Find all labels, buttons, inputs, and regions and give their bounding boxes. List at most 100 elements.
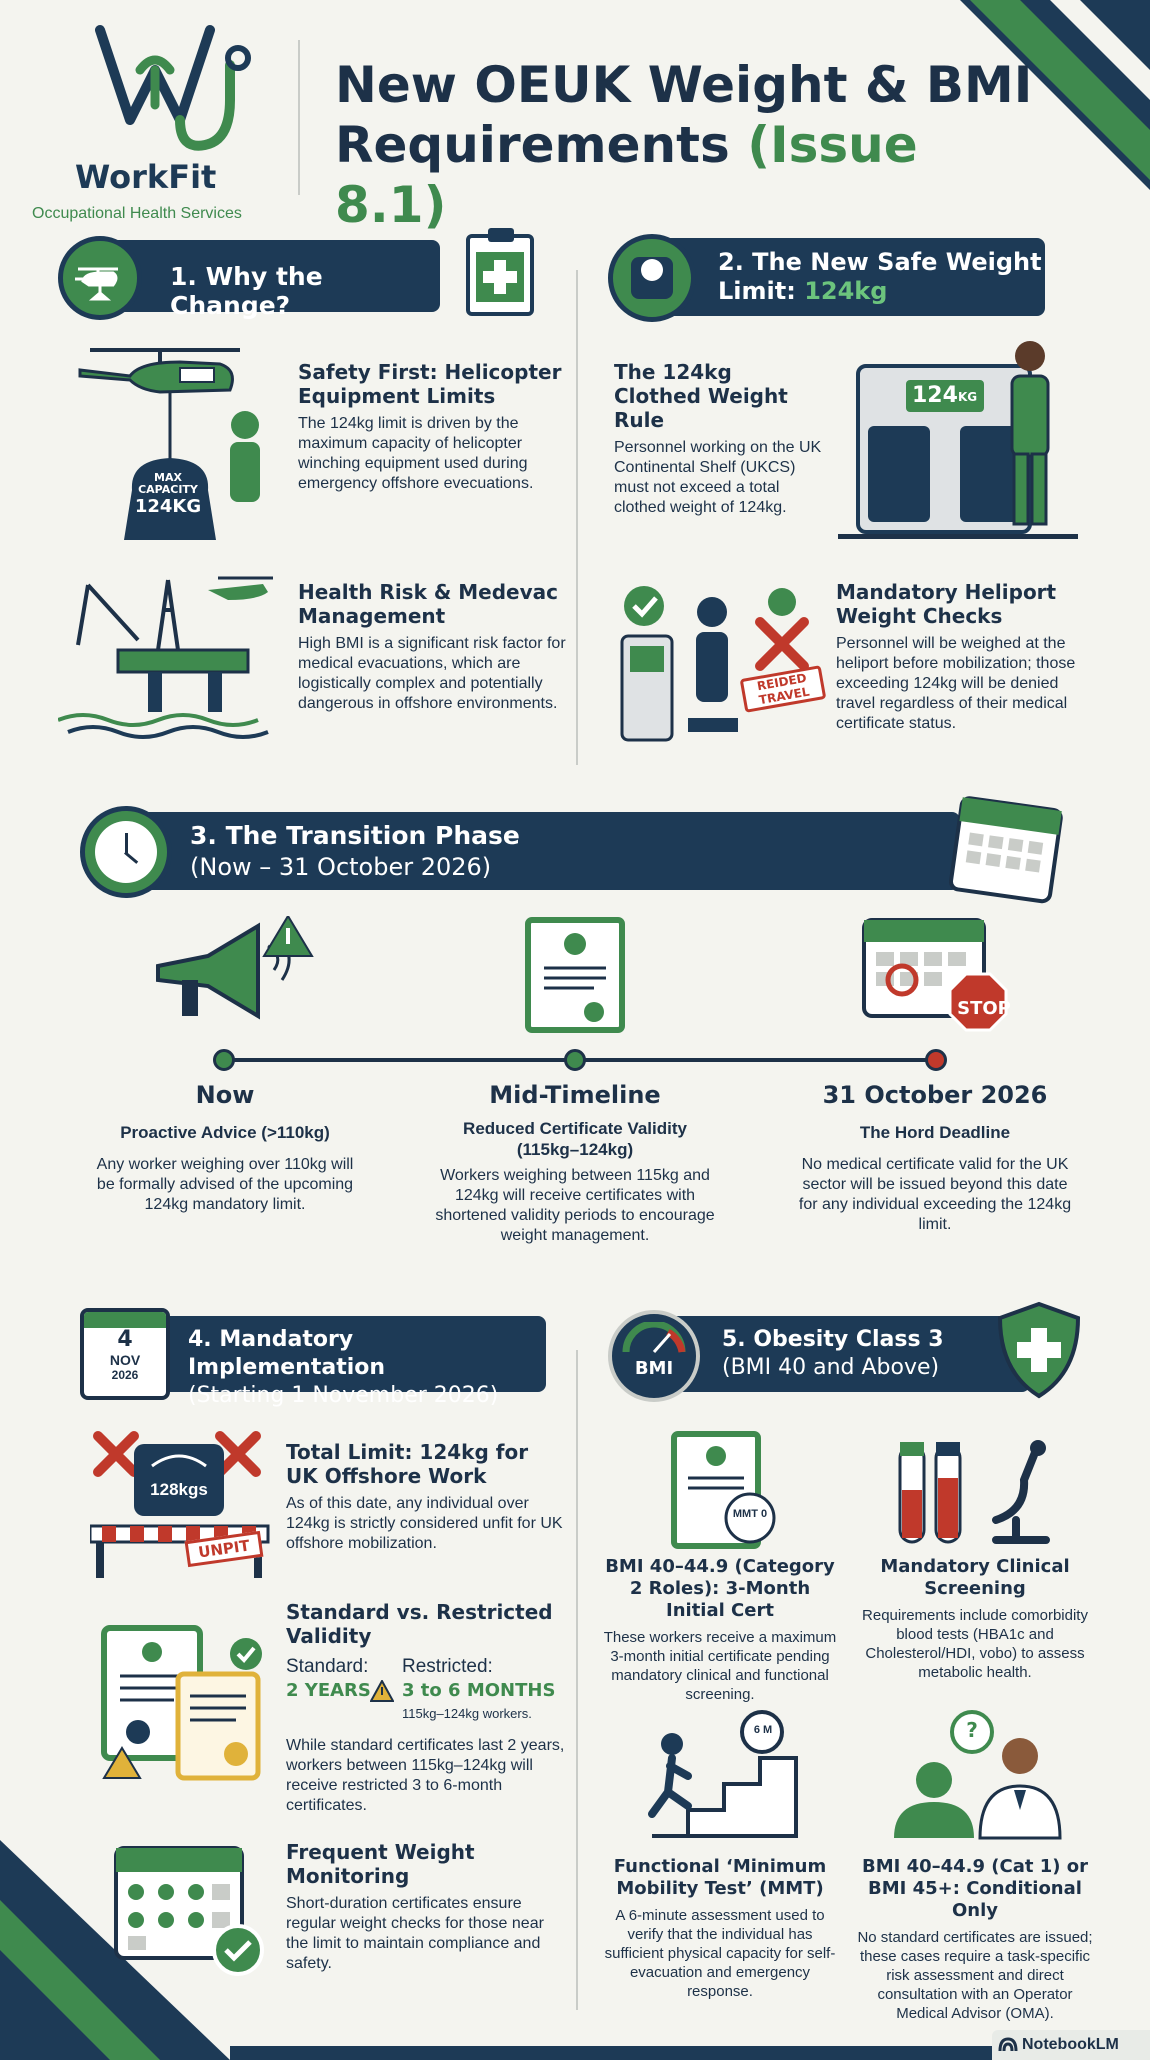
- s2-item2-title: Mandatory Heliport Weight Checks: [836, 580, 1057, 628]
- mmt-seal-text: MMT 0: [732, 1508, 768, 1520]
- stairs-timer-icon: [648, 1710, 798, 1838]
- restricted-value: 3 to 6 MONTHS: [402, 1680, 556, 1701]
- s5-item2: Mandatory Clinical Screening Requirement…: [850, 1556, 1100, 1682]
- s4-item2: Standard vs. Restricted Validity Standar…: [286, 1600, 576, 1816]
- timer-label: 6 M: [753, 1724, 773, 1736]
- calendar-year: 2026: [111, 1368, 139, 1382]
- header-divider: [298, 40, 300, 195]
- s1-item2: Health Risk & Medevac Management High BM…: [298, 580, 568, 714]
- max-capacity-line2: CAPACITY: [138, 483, 198, 496]
- restricted-note: 115kg–124kg workers.: [402, 1706, 532, 1721]
- s2-item1-body: Personnel working on the UK Continental …: [614, 439, 822, 516]
- bmi-gauge-label: BMI: [634, 1358, 674, 1379]
- timeline-mid-body: Workers weighing between 115kg and 124kg…: [435, 1167, 715, 1244]
- helicopter-badge-icon: [58, 236, 142, 320]
- scale-display: 124 KG: [906, 380, 984, 412]
- corner-decoration-top: [960, 0, 1150, 190]
- s5-item4-title: BMI 40–44.9 (Cat 1) or BMI 45+: Conditio…: [861, 1856, 1089, 1921]
- s1-item2-body: High BMI is a significant risk factor fo…: [298, 635, 566, 712]
- page-title-issue: (Issue 8.1): [335, 116, 918, 234]
- timeline-dot-deadline: [925, 1049, 947, 1071]
- s5-item4-body: No standard certificates are issued; the…: [857, 1929, 1093, 2022]
- section4-banner: 4. Mandatory Implementation (Starting 1 …: [140, 1316, 546, 1408]
- footer-bar: [230, 2046, 1150, 2060]
- s1-item1-title: Safety First: Helicopter Equipment Limit…: [298, 360, 562, 408]
- s2-item2-body: Personnel will be weighed at the helipor…: [836, 635, 1076, 732]
- question-mark-icon: ?: [966, 1718, 978, 1742]
- heliport-check-icon: [620, 586, 809, 742]
- s5-item1-body: These workers receive a maximum 3-month …: [603, 1629, 837, 1703]
- timeline-stage-now: Now Proactive Advice (>110kg) Any worker…: [80, 1080, 370, 1215]
- s1-item1-body: The 124kg limit is driven by the maximum…: [298, 415, 534, 492]
- page-title-line2: Requirements: [335, 116, 730, 174]
- certificates-comparison-icon: [101, 1625, 262, 1781]
- s4-item1-title: Total Limit: 124kg for UK Offshore Work: [286, 1440, 529, 1488]
- s4-item2-body: While standard certificates last 2 years…: [286, 1737, 565, 1814]
- standard-value: 2 YEARS: [286, 1680, 371, 1701]
- bmi-gauge-icon: BMI: [608, 1310, 700, 1402]
- page-title-line1: New OEUK Weight & BMI: [335, 56, 1033, 114]
- max-capacity-line1: MAX: [154, 471, 182, 484]
- s4-item3-body: Short-duration certificates ensure regul…: [286, 1895, 544, 1972]
- s5-item1: BMI 40–44.9 (Category 2 Roles): 3-Month …: [600, 1556, 840, 1704]
- certificate-icon: [525, 917, 625, 1033]
- s1-item1: Safety First: Helicopter Equipment Limit…: [298, 360, 568, 494]
- max-capacity-tag: MAX CAPACITY 124KG: [125, 472, 211, 518]
- calendar-day: 4: [117, 1327, 133, 1352]
- section2-banner: 2. The New Safe Weight Limit: 124kg: [650, 238, 1045, 316]
- s2-item1-title: The 124kg Clothed Weight Rule: [614, 360, 788, 432]
- column-divider-top: [576, 270, 578, 765]
- overweight-scale-barrier-icon: [90, 1431, 270, 1578]
- timeline-deadline-body: No medical certificate valid for the UK …: [798, 1156, 1072, 1233]
- section3-banner: 3. The Transition Phase (Now – 31 Octobe…: [120, 812, 960, 890]
- notebooklm-label: NotebookLM: [1022, 2036, 1119, 2053]
- scale-display-value: 124: [912, 383, 958, 408]
- clipboard-cross-icon: [466, 228, 534, 316]
- stethoscope-logo-icon: [95, 25, 251, 151]
- s4-item2-title: Standard vs. Restricted Validity: [286, 1600, 553, 1648]
- section4-heading-line1: 4. Mandatory Implementation: [188, 1327, 386, 1380]
- overweight-scale-reading: 128kgs: [150, 1480, 208, 1499]
- blood-tests-microscope-icon: [898, 1440, 1050, 1544]
- s5-item3-body: A 6-minute assessment used to verify tha…: [604, 1907, 836, 2000]
- section5-banner: 5. Obesity Class 3 (BMI 40 and Above): [660, 1316, 1030, 1392]
- section3-heading-line1: 3. The Transition Phase: [190, 821, 520, 850]
- restricted-label: Restricted:: [402, 1656, 493, 1677]
- brand-logo: WorkFit Occupational Health Services: [30, 10, 290, 222]
- s5-item2-body: Requirements include comorbidity blood t…: [862, 1607, 1088, 1681]
- section1-heading: 1. Why the Change?: [170, 262, 323, 320]
- column-divider-bottom: [576, 1350, 578, 2010]
- calendar-stop-icon: [862, 918, 1008, 1032]
- s5-item2-title: Mandatory Clinical Screening: [880, 1556, 1070, 1599]
- s1-item2-title: Health Risk & Medevac Management: [298, 580, 558, 628]
- timeline-mid-label: Mid-Timeline: [489, 1081, 661, 1109]
- timeline-now-subtitle: Proactive Advice (>110kg): [120, 1123, 330, 1142]
- shield-cross-icon: [997, 1301, 1081, 1399]
- s5-item3: Functional ‘Minimum Mobility Test’ (MMT)…: [600, 1856, 840, 2001]
- floor-line: [838, 534, 1078, 539]
- page-title: New OEUK Weight & BMI Requirements (Issu…: [335, 55, 1035, 235]
- notebooklm-badge: NotebookLM: [992, 2030, 1150, 2060]
- section2-heading-value: 124kg: [804, 277, 888, 305]
- helicopter-winch-icon: [78, 348, 260, 540]
- body-scale-icon: 124 KG: [856, 364, 1032, 534]
- calendar-month: NOV: [109, 1352, 141, 1368]
- s2-item2: Mandatory Heliport Weight Checks Personn…: [836, 580, 1096, 734]
- section3-heading-line2: (Now – 31 October 2026): [190, 853, 492, 881]
- offshore-platform-icon: [58, 576, 273, 739]
- section2-heading-line1: 2. The New Safe Weight: [718, 248, 1042, 276]
- timeline-stage-deadline: 31 October 2026 The Hord Deadline No med…: [785, 1080, 1085, 1235]
- s2-item1: The 124kg Clothed Weight Rule Personnel …: [614, 360, 824, 518]
- s5-item4: BMI 40–44.9 (Cat 1) or BMI 45+: Conditio…: [850, 1856, 1100, 2023]
- section2-heading-line2: Limit:: [718, 277, 796, 305]
- section5-heading-line1: 5. Obesity Class 3: [722, 1327, 944, 1352]
- megaphone-warning-icon: [156, 916, 314, 1020]
- timeline-mid-subtitle: Reduced Certificate Validity (115kg–124k…: [463, 1119, 687, 1159]
- section5-heading-line2: (BMI 40 and Above): [722, 1355, 940, 1380]
- max-capacity-line3: 124KG: [134, 496, 202, 517]
- doctor-consultation-icon: [894, 1710, 1062, 1840]
- timeline-now-body: Any worker weighing over 110kg will be f…: [96, 1156, 354, 1213]
- section4-heading-line2: (Starting 1 November 2026): [188, 1383, 499, 1408]
- s4-item1-body: As of this date, any individual over 124…: [286, 1495, 563, 1552]
- mmt-certificate-icon: [671, 1431, 776, 1549]
